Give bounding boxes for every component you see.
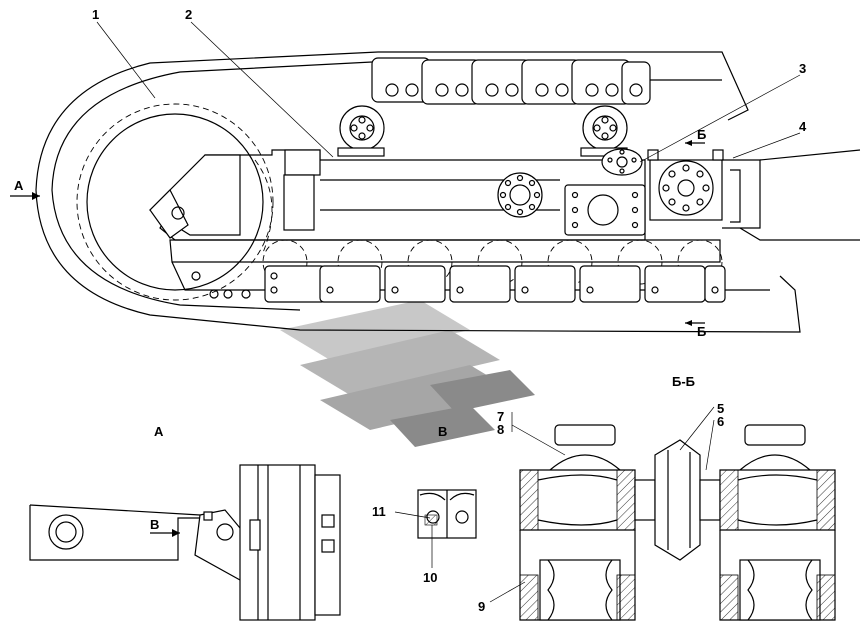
callout-3: 3 — [799, 61, 806, 76]
label-text: A — [14, 178, 24, 193]
carrier-roller-left — [337, 105, 385, 157]
section-bb-detail — [489, 406, 836, 621]
callout-10: 10 — [423, 570, 437, 585]
view-v-detail — [394, 489, 477, 568]
callout-7: 7 — [497, 409, 504, 424]
callout-1: 1 — [92, 7, 99, 22]
track-assembly — [35, 51, 861, 333]
callout-8: 8 — [497, 422, 504, 437]
view-a-title: A — [154, 424, 164, 439]
part-4-drive-hub — [647, 149, 861, 241]
idler-wheel — [76, 103, 274, 301]
callout-4: 4 — [799, 119, 807, 134]
section-arrow-top: Б — [685, 127, 706, 146]
callout-2: 2 — [185, 7, 192, 22]
view-a-detail: В — [29, 464, 341, 621]
section-bb-title: Б-Б — [672, 374, 695, 389]
callout-5: 5 — [717, 401, 724, 416]
bottom-track-links — [191, 265, 726, 303]
view-a-arrow: A — [10, 178, 40, 200]
label-text: Б — [697, 127, 706, 142]
callout-6: 6 — [717, 414, 724, 429]
section-arrow-bottom: Б — [685, 320, 706, 339]
watermark-logo — [280, 300, 535, 447]
callout-9: 9 — [478, 599, 485, 614]
part-3-cap — [601, 148, 643, 176]
label-text: Б — [697, 324, 706, 339]
label-text: В — [150, 517, 159, 532]
callout-11: 11 — [372, 504, 386, 519]
top-track-links — [371, 57, 651, 105]
carrier-roller-right — [580, 105, 628, 157]
view-v-title: В — [438, 424, 447, 439]
leader-lines-main — [96, 21, 801, 163]
